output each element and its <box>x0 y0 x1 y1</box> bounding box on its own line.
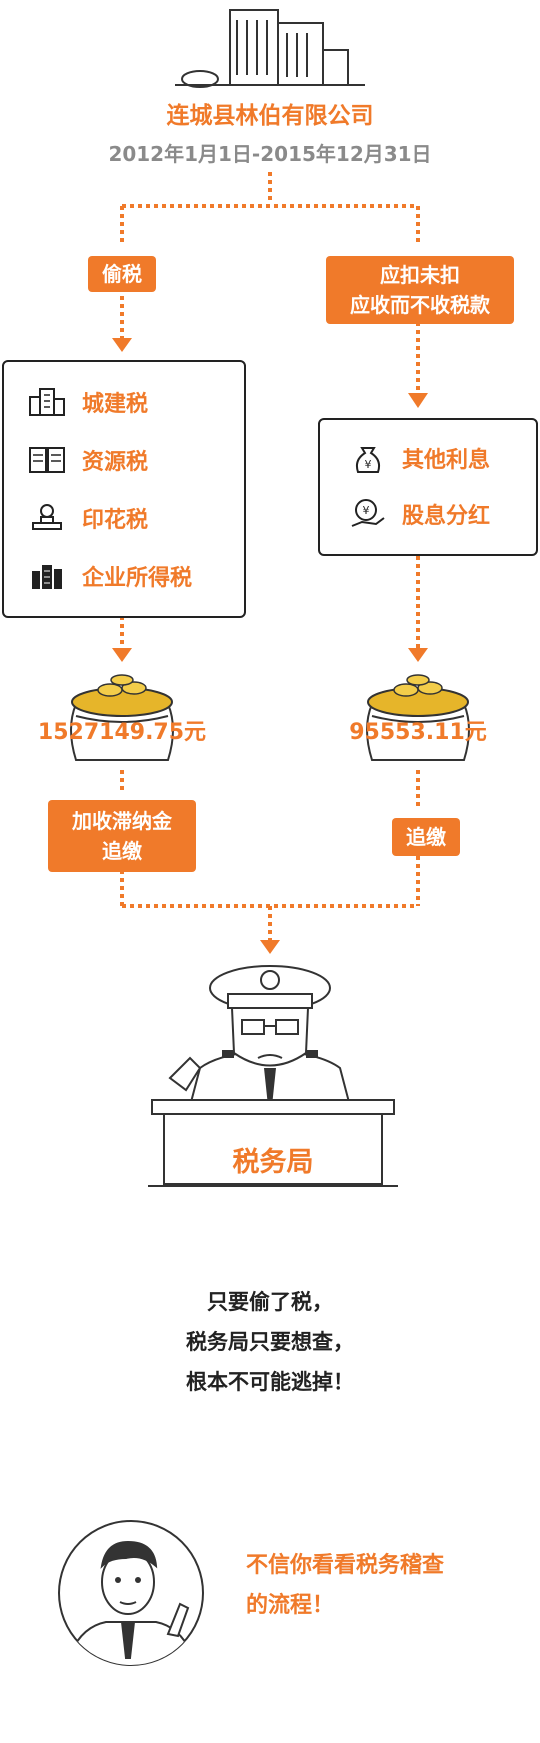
late-fee-tag-line2: 追缴 <box>102 839 142 863</box>
cta-line-2: 的流程！ <box>246 1593 335 1618</box>
recover-tag: 追缴 <box>392 818 460 856</box>
evaded-taxes-box: 城建税 资源税 印花税 企业所得税 <box>2 360 246 618</box>
office-tower-icon <box>32 565 62 589</box>
left-amount: 1527149.75元 <box>37 720 207 745</box>
tax-item-label: 企业所得税 <box>82 566 193 591</box>
withholding-tag-line1: 应扣未扣 <box>380 263 460 287</box>
tax-item-corporate: 企业所得税 <box>28 556 192 596</box>
tax-item-stamp: 印花税 <box>28 498 148 538</box>
tax-item-label: 城建税 <box>82 392 149 417</box>
income-item-label: 股息分红 <box>402 504 491 529</box>
withheld-income-box: ¥ 其他利息 ¥ 股息分红 <box>318 418 538 556</box>
company-name: 连城县林伯有限公司 <box>166 103 374 129</box>
bureau-desk <box>148 1099 398 1187</box>
slogan-line-3: 根本不可能逃掉！ <box>186 1370 354 1394</box>
tax-officer-illustration <box>168 965 352 1107</box>
income-item-label: 其他利息 <box>402 448 491 473</box>
book-icon <box>29 447 65 473</box>
period-range: 2012年1月1日-2015年12月31日 <box>108 142 432 166</box>
recover-tag-label: 追缴 <box>406 825 446 849</box>
money-bag-icon: ¥ <box>355 447 381 473</box>
bureau-label: 税务局 <box>232 1147 314 1178</box>
income-item-dividend: ¥ 股息分红 <box>350 494 490 534</box>
company-building-icon <box>175 9 365 88</box>
tax-item-resource: 资源税 <box>28 440 148 480</box>
late-fee-tag: 加收滞纳金 追缴 <box>48 800 196 872</box>
cta-line-1: 不信你看看税务稽查 <box>246 1553 445 1578</box>
slogan-line-1: 只要偷了税， <box>207 1290 333 1314</box>
slogan-line-2: 税务局只要想查， <box>186 1330 354 1354</box>
late-fee-tag-line1: 加收滞纳金 <box>72 809 172 833</box>
withholding-tag-line2: 应收而不收税款 <box>350 293 490 317</box>
stamp-icon <box>32 504 62 530</box>
tax-item-label: 印花税 <box>82 508 149 533</box>
tax-item-label: 资源税 <box>82 450 149 475</box>
coin-hand-icon: ¥ <box>351 499 385 527</box>
money-bag-left-icon <box>70 674 174 761</box>
right-amount: 95553.11元 <box>349 720 487 745</box>
income-item-interest: ¥ 其他利息 <box>350 438 490 478</box>
tax-evasion-tag: 偷税 <box>88 256 156 292</box>
building-icon <box>29 388 65 416</box>
tax-item-urban: 城建税 <box>28 382 148 422</box>
tax-evasion-tag-label: 偷税 <box>102 262 142 286</box>
svg-text:¥: ¥ <box>363 504 370 517</box>
svg-text:¥: ¥ <box>365 458 372 471</box>
avatar <box>58 1520 204 1666</box>
money-bag-right-icon <box>366 674 470 761</box>
withholding-tag: 应扣未扣 应收而不收税款 <box>326 256 514 324</box>
